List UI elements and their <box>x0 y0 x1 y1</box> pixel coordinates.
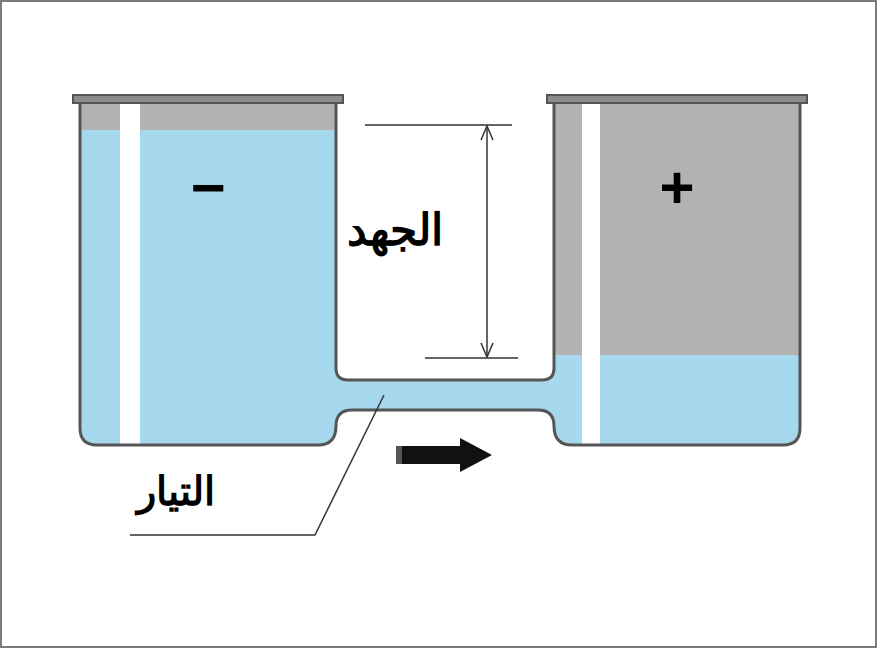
glass-highlight <box>120 100 140 445</box>
current-label: التيار <box>135 468 217 516</box>
charge-sign: + <box>554 158 800 218</box>
beaker: + <box>554 103 800 443</box>
beaker: − <box>80 103 336 443</box>
charge-sign: − <box>80 158 336 218</box>
voltage-label: الجهد <box>345 205 445 258</box>
flow-arrow <box>396 438 492 472</box>
arrowhead <box>481 126 493 140</box>
leader-line <box>130 395 384 535</box>
arrowhead <box>481 343 493 357</box>
vessel-outline <box>80 100 800 445</box>
dimension-arrow <box>486 128 488 355</box>
glass-highlight <box>582 100 600 445</box>
air-fill <box>70 95 810 455</box>
water-tube <box>330 370 560 420</box>
flow-arrow-tail <box>396 446 402 464</box>
dimension-line <box>365 124 512 126</box>
water-left <box>70 130 340 455</box>
beaker-rim <box>73 95 343 103</box>
dimension-line <box>425 357 518 359</box>
tube-outline <box>336 100 554 380</box>
beaker-rim <box>547 95 807 103</box>
